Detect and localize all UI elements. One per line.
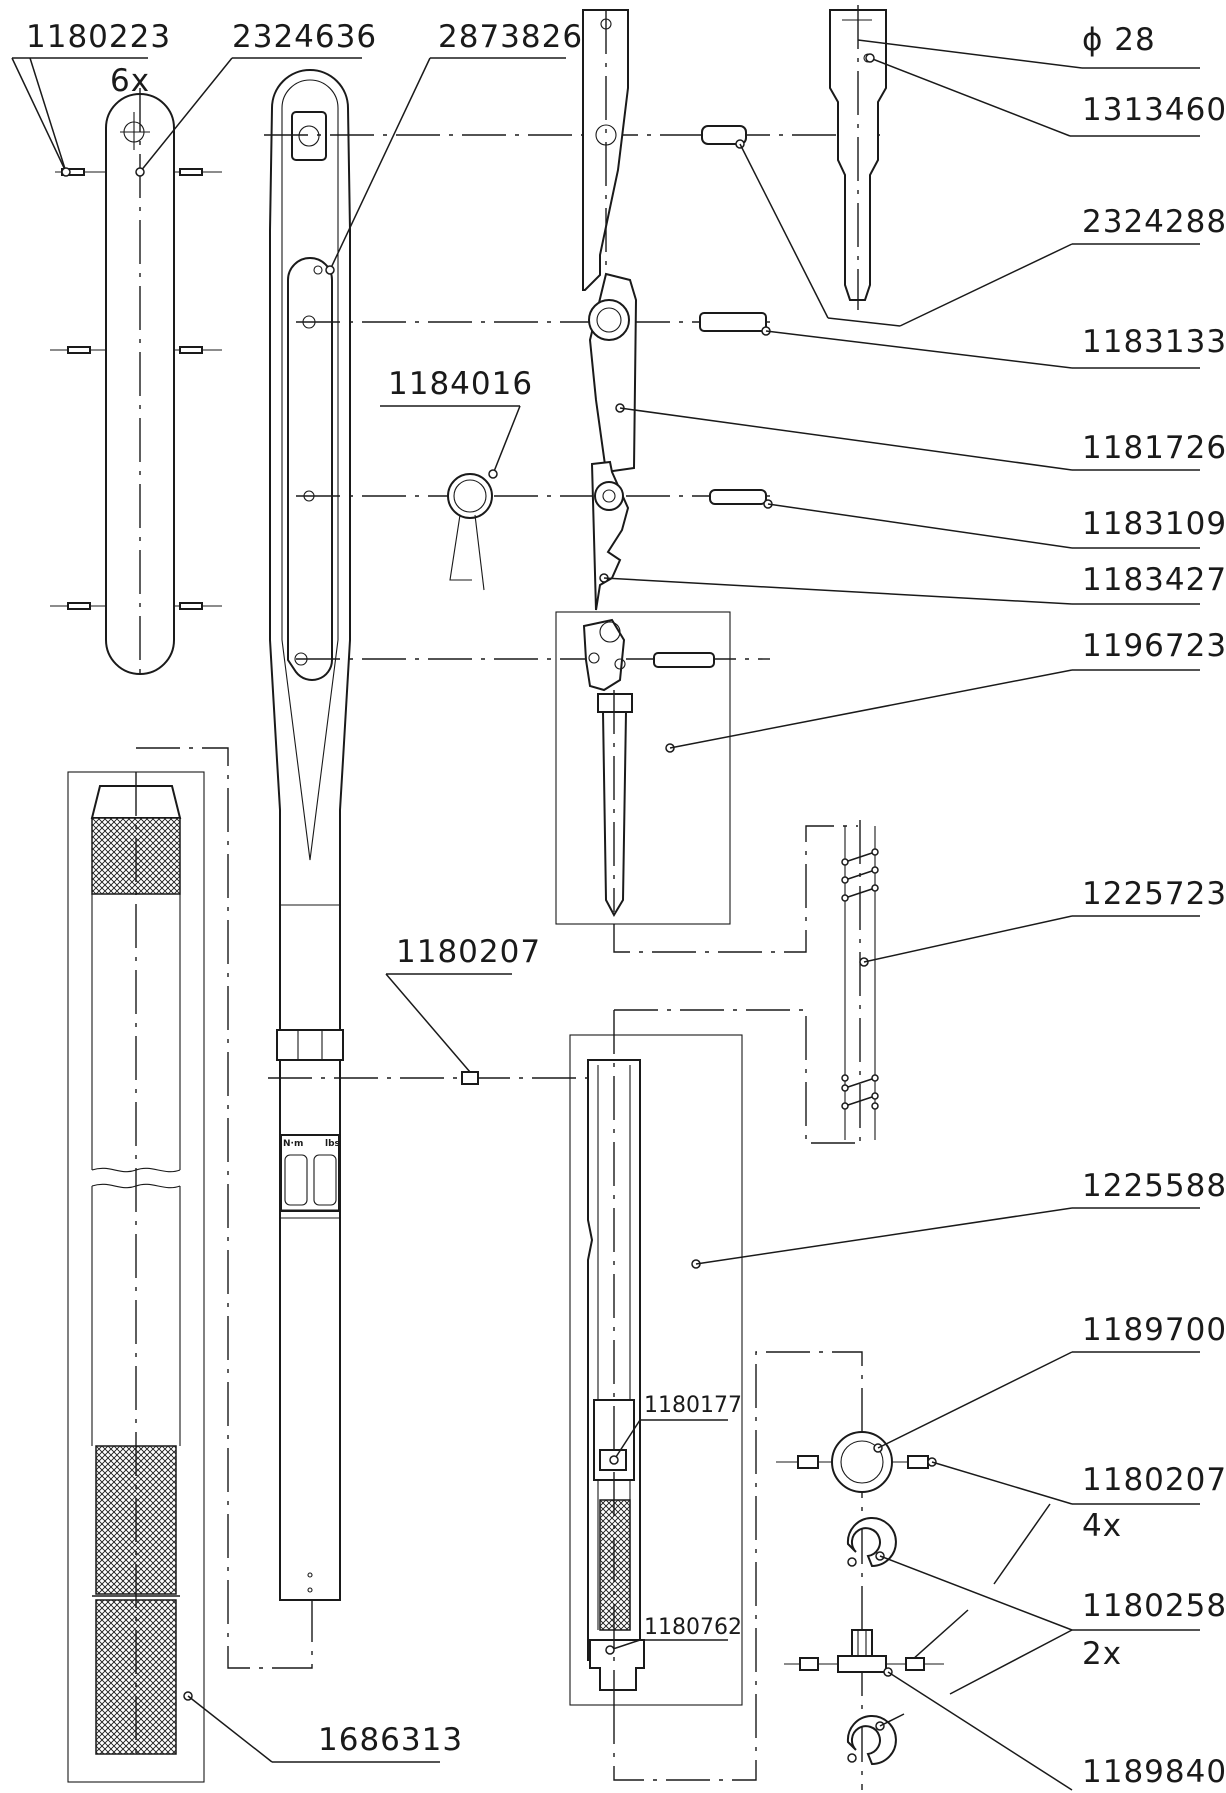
label-1189700: 1189700 — [1082, 1312, 1226, 1348]
pin-set-1180223 — [50, 168, 222, 610]
label-1180258-qty: 2x — [1082, 1636, 1122, 1672]
spring-clip-1184016 — [447, 473, 493, 591]
label-2324288: 2324288 — [1082, 204, 1226, 240]
callout-2324288: 2324288 — [739, 143, 1226, 327]
label-1225588: 1225588 — [1082, 1168, 1226, 1204]
label-1183133: 1183133 — [1082, 324, 1226, 360]
centerlines — [264, 134, 880, 1079]
callout-1189840: 1189840 — [887, 1671, 1226, 1791]
label-1183427: 1183427 — [1082, 562, 1226, 598]
label-1180223-qty: 6x — [110, 63, 150, 99]
label-1180177: 1180177 — [644, 1393, 742, 1418]
lever-lower-1183427 — [590, 460, 630, 611]
label-1686313: 1686313 — [318, 1722, 463, 1758]
callout-1225588: 1225588 — [691, 1168, 1226, 1269]
callout-1189700: 1189700 — [873, 1312, 1226, 1453]
label-1180207-right: 1180207 — [1082, 1462, 1226, 1498]
callout-diameter: ϕ 28 — [857, 22, 1200, 69]
label-1183109: 1183109 — [1082, 506, 1226, 542]
callout-1196723: 1196723 — [665, 628, 1226, 753]
pin-1180207 — [461, 1071, 479, 1085]
subassembly-box-1196723 — [555, 611, 731, 925]
label-1184016: 1184016 — [388, 366, 533, 402]
strip-part-2324636 — [105, 88, 175, 680]
callout-1184016: 1184016 — [380, 366, 533, 479]
shaft-1313460 — [829, 5, 887, 310]
ring-1189700 — [776, 1431, 936, 1493]
label-2324636: 2324636 — [232, 19, 377, 55]
label-diameter: ϕ 28 — [1082, 22, 1156, 58]
pin-1183133 — [699, 312, 771, 336]
label-1181726: 1181726 — [1082, 430, 1226, 466]
label-1180762: 1180762 — [644, 1615, 742, 1640]
wrench-housing: N·m lbs — [269, 69, 351, 1601]
label-1180207-top: 1180207 — [396, 934, 541, 970]
label-1180207-qty: 4x — [1082, 1508, 1122, 1544]
callout-1180207-top: 1180207 — [385, 934, 541, 1073]
callout-2873826: 2873826 — [325, 19, 583, 275]
callout-1181726: 1181726 — [615, 403, 1226, 471]
scale-mark-lbs: lbs — [325, 1139, 340, 1149]
callout-1180223: 1180223 6x — [11, 19, 171, 177]
label-1313460: 1313460 — [1082, 92, 1226, 128]
callout-1183427: 1183427 — [599, 562, 1226, 605]
callout-2324636: 2324636 — [135, 19, 377, 177]
callout-1183133: 1183133 — [765, 324, 1226, 369]
handle-1686313 — [67, 771, 205, 1783]
lever-upper — [582, 9, 629, 300]
label-1189840: 1189840 — [1082, 1754, 1226, 1790]
subassembly-box-1225588 — [569, 1010, 743, 1706]
callout-1180207-right: 1180207 4x — [927, 1457, 1226, 1585]
callout-1180762: 1180762 — [605, 1615, 742, 1655]
lever-middle-1181726 — [588, 272, 638, 474]
callout-1686313: 1686313 — [183, 1691, 463, 1763]
label-1196723: 1196723 — [1082, 628, 1226, 664]
circlip-lower-1180258 — [846, 1713, 905, 1766]
scale-mark-nm: N·m — [283, 1139, 303, 1149]
callout-1180258: 1180258 2x — [879, 1555, 1226, 1695]
drive-square-1189840 — [784, 1629, 944, 1677]
pin-2324288 — [701, 125, 747, 149]
callout-1180177: 1180177 — [609, 1393, 742, 1465]
spring-1225723 — [841, 820, 879, 1145]
label-2873826: 2873826 — [438, 19, 583, 55]
label-1180223: 1180223 — [26, 19, 171, 55]
label-1225723: 1225723 — [1082, 876, 1226, 912]
callout-1183109: 1183109 — [767, 503, 1226, 549]
label-1180258: 1180258 — [1082, 1588, 1226, 1624]
callout-1313460: 1313460 — [865, 53, 1226, 137]
pin-1183109 — [709, 489, 773, 509]
callout-1225723: 1225723 — [859, 876, 1226, 967]
